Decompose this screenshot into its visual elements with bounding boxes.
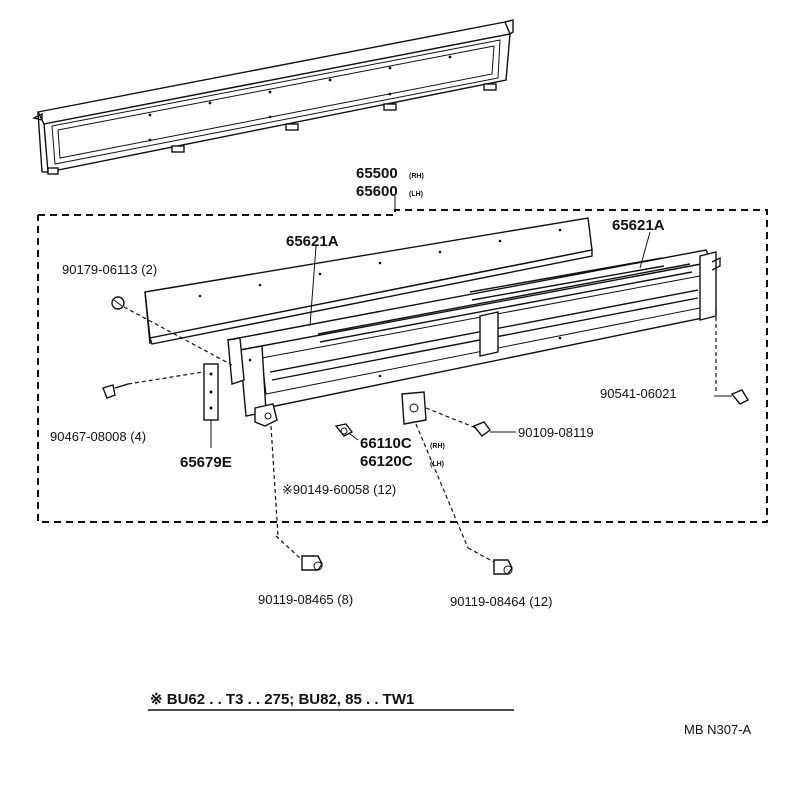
label-bolt-right: 90109-08119 (518, 425, 594, 440)
label-rail-left: 65621A (286, 233, 339, 250)
label-assy-rh: 65500 (356, 165, 398, 182)
label-rail-right: 65621A (612, 217, 665, 234)
applicability-footnote: ※ BU62 . . T3 . . 275; BU82, 85 . . TW1 (150, 691, 414, 708)
drawing-code: MB N307-A (684, 722, 752, 737)
bolt-bottom-right-part (493, 559, 513, 575)
label-bracket: 65679E (180, 454, 232, 471)
hinge-rh-part (254, 403, 278, 427)
hinge-lh-part (401, 391, 427, 425)
bolt-bottom-left-part (301, 555, 323, 571)
assembly-boundary (37, 209, 768, 523)
label-screw-right: 90541-06021 (600, 386, 677, 401)
label-clip: 90179-06113 (2) (62, 262, 157, 277)
upper-side-panel (31, 19, 514, 175)
label-assy-lh-side: (LH) (409, 191, 423, 198)
flat-panel (144, 217, 593, 345)
screw-right-part (730, 389, 749, 405)
gate-frame (226, 249, 721, 417)
clip-part (111, 296, 125, 310)
label-hinge-lh-side: (LH) (430, 461, 444, 468)
label-assy-lh: 65600 (356, 183, 398, 200)
label-hinge-rh: 66110C (360, 435, 412, 452)
label-hinge-lh: 66120C (360, 453, 413, 470)
screw-left-part (102, 383, 129, 399)
label-assy-rh-side: (RH) (409, 173, 424, 180)
label-hinge-rh-side: (RH) (430, 443, 445, 450)
label-bolt-bottom-right: 90119-08464 (12) (450, 594, 552, 609)
label-bolt-note: ※90149-60058 (12) (282, 482, 396, 497)
bolt-right-part (472, 421, 491, 437)
label-bolt-bottom-left: 90119-08465 (8) (258, 592, 353, 607)
label-screw-left: 90467-08008 (4) (50, 429, 146, 444)
bolt-center-part (334, 423, 354, 437)
bracket-part (203, 363, 219, 421)
